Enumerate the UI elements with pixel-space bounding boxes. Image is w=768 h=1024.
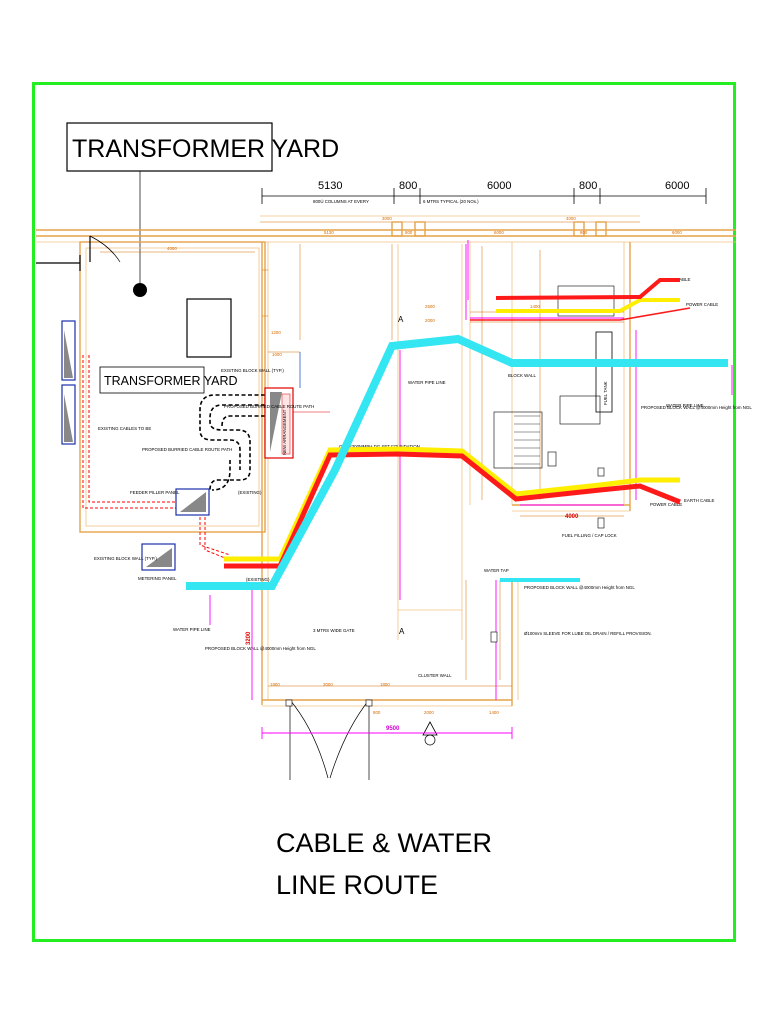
existing-cable-route [82, 355, 231, 561]
svg-text:6000: 6000 [494, 230, 504, 235]
earth-cable-right-label: EARTH CABLE [684, 498, 714, 503]
proposed-block-wall-center-label: PROPOSED BLOCK WALL @4000mm Height from … [524, 585, 635, 590]
top-dim-6000-a: 6000 [487, 180, 511, 192]
fuel-tank: FUEL TANK [595, 331, 613, 413]
top-dim-6000-b: 6000 [665, 180, 689, 192]
earth-pit [597, 467, 605, 477]
proposed-block-wall-right-label: PROPOSED BLOCK WALL @4000mm Height from … [641, 405, 752, 410]
marker-a-top: A [398, 315, 404, 324]
inner-title: TRANSFORMER YARD [104, 374, 238, 388]
foundation-label: GDL/2300MMBH DG SET FOUNDATION [339, 444, 420, 449]
metering-panel [141, 543, 176, 571]
top-dim-800-b: 800 [579, 180, 597, 192]
top-dim-5130: 5130 [318, 180, 342, 192]
header-title-box [66, 122, 273, 172]
marker-a-bottom: A [399, 627, 405, 636]
gate-label: 3 MTRS WIDE GATE [313, 628, 355, 633]
power-cable-right-label: POWER CABLE [650, 502, 682, 507]
bottom-title-line1: CABLE & WATER [276, 828, 492, 858]
feeder-existing-label: (EXISTING) [238, 490, 262, 495]
inner-title-box [99, 366, 205, 394]
sleeve-label: Ø100mm SLEEVE FOR LUBE OIL DRAIN / REFIL… [524, 631, 652, 636]
water-tap-label: WATER TAP [484, 568, 509, 573]
small-dimensions: 4000 5130 3000 800 6000 4000 800 6000 12… [167, 216, 682, 715]
existing-block-wall-bottom-label: EXISTING BLOCK WALL (TYP.) [94, 556, 157, 561]
proposed-buried-label: PROPOSED BURRIED CABLE ROUTE PATH [142, 447, 232, 452]
svg-text:2000: 2000 [424, 710, 434, 715]
section-circle [424, 734, 436, 746]
svg-text:1800: 1800 [270, 682, 280, 687]
svg-text:NEW ARRANGEMENT: NEW ARRANGEMENT [282, 409, 287, 455]
svg-text:5130: 5130 [324, 230, 334, 235]
sleeve-marker [490, 631, 498, 643]
svg-text:FUEL TANK: FUEL TANK [603, 381, 608, 405]
water-pipe-line-right-label: WATER PIPE LINE [666, 403, 704, 408]
cluster-wall-label: CLUSTER WALL [418, 673, 452, 678]
tank-bund [557, 285, 615, 317]
dim-9500: 9500 [386, 726, 400, 732]
svg-text:4000: 4000 [566, 216, 576, 221]
feeder-pillar-label: FEEDER PILLER PANEL [130, 490, 180, 495]
stair [493, 411, 543, 469]
proposed-block-wall-left-label: PROPOSED BLOCK WALL @4000mm Height from … [205, 646, 316, 651]
pump-base [559, 395, 601, 425]
meter-existing-label: (EXISTING) [246, 577, 270, 582]
existing-block-wall-top-label: EXISTING BLOCK WALL (TYP.) [221, 368, 284, 373]
water-pipe-route [186, 334, 728, 590]
power-cable-route [224, 278, 691, 569]
svg-text:3000: 3000 [323, 682, 333, 687]
columns-note: 800Ú COLUMNS AT EVERY [313, 199, 369, 204]
dim-4000-red: 4000 [565, 514, 579, 520]
svg-text:2500: 2500 [425, 304, 435, 309]
svg-text:1000: 1000 [272, 352, 282, 357]
top-dimension-string [261, 188, 707, 204]
new-arrangement-panel: NEW ARRANGEMENT [264, 387, 294, 459]
proposed-buried-route [199, 394, 265, 491]
left-entry [36, 235, 121, 271]
dim-3200-red: 3200 [246, 631, 252, 645]
svg-text:1400: 1400 [489, 710, 499, 715]
main-gate [285, 699, 373, 780]
leader-dot [133, 283, 147, 297]
site-walls [36, 215, 736, 707]
header-title: TRANSFORMER YARD [72, 135, 339, 163]
svg-text:4000: 4000 [167, 246, 177, 251]
fuel-cap [597, 517, 605, 529]
svg-text:3000: 3000 [382, 216, 392, 221]
water-pipe-line-center-label: WATER PIPE LINE [408, 380, 446, 385]
svg-text:800: 800 [580, 230, 588, 235]
svg-text:800: 800 [373, 710, 381, 715]
svg-text:800: 800 [405, 230, 413, 235]
mtrs-note: 6 MTRS TYPICAL (20 NOs.) [423, 199, 479, 204]
existing-panels-left [61, 320, 76, 445]
transformer-pad [186, 298, 232, 358]
valve-box [547, 451, 557, 467]
power-cable-top-label: POWER CABLE [686, 302, 718, 307]
top-dim-800-a: 800 [399, 180, 417, 192]
proposed-buried-inner-label: PROPOSED BURRIED CABLE ROUTE PATH [224, 404, 314, 409]
svg-text:1400: 1400 [530, 304, 540, 309]
bottom-title-line2: LINE ROUTE [276, 870, 438, 900]
svg-text:6000: 6000 [672, 230, 682, 235]
metering-panel-label: METERING PANEL [138, 576, 177, 581]
existing-cables-label: EXISTING CABLES TO BE [98, 426, 151, 431]
block-wall-label: BLOCK WALL [508, 373, 536, 378]
feeder-pillar-panel [175, 488, 210, 516]
svg-text:2000: 2000 [425, 318, 435, 323]
drawing-sheet [32, 82, 736, 942]
svg-text:1800: 1800 [380, 682, 390, 687]
water-pipe-line-left-label: WATER PIPE LINE [173, 627, 211, 632]
earth-cable-route [224, 298, 680, 562]
fuel-filling-label: FUEL FILLING / CAP LOCK [562, 533, 617, 538]
svg-text:1200: 1200 [271, 330, 281, 335]
